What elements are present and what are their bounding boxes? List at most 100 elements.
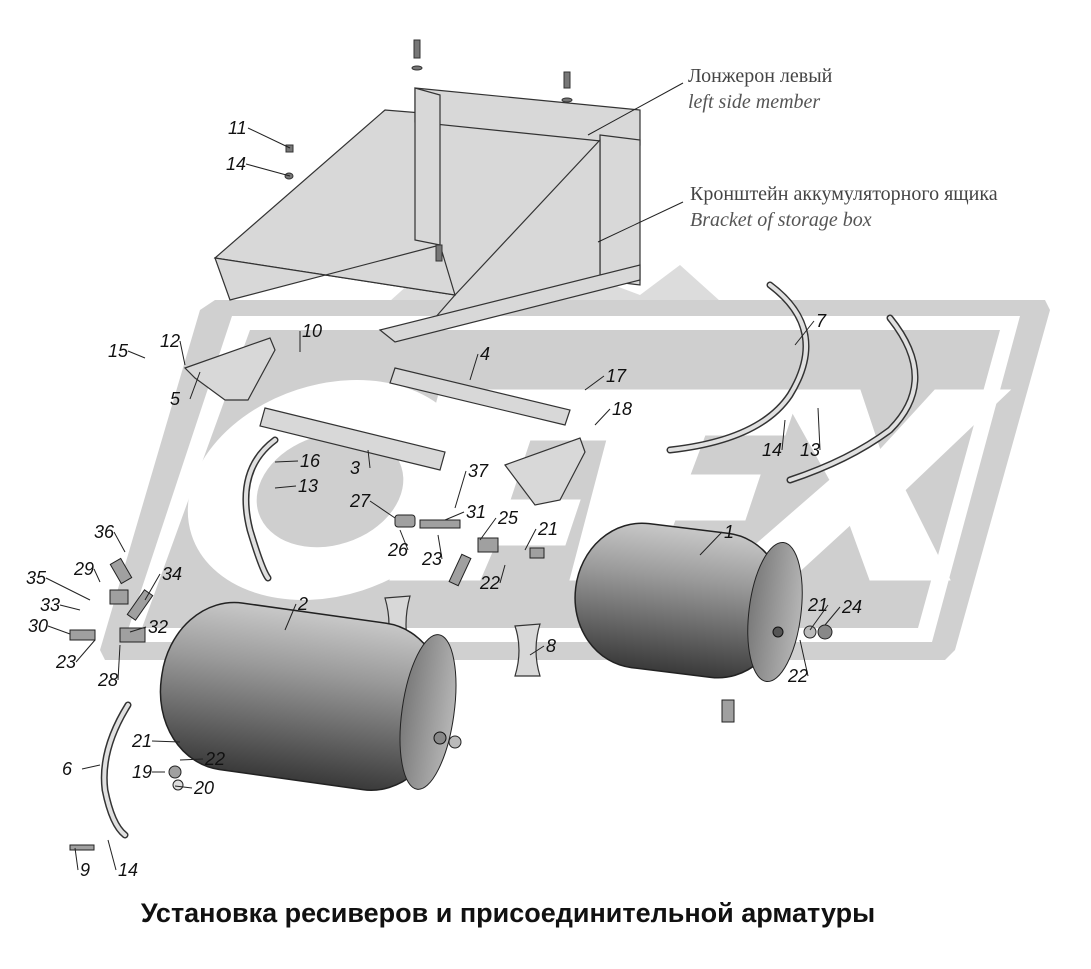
- pad-lower: [514, 623, 541, 677]
- callout-number: 5: [170, 389, 181, 409]
- callout-leader: [524, 528, 537, 551]
- callout-leader: [444, 511, 465, 521]
- callout-number: 13: [800, 440, 820, 460]
- rails: [183, 337, 586, 506]
- callout-leader: [245, 163, 291, 177]
- callout-leader: [529, 645, 545, 656]
- figure-caption: Установка ресиверов и присоединительной …: [140, 898, 876, 928]
- callout-number: 8: [546, 636, 556, 656]
- callout-leader: [151, 740, 181, 743]
- callout-number: 21: [537, 519, 558, 539]
- callout-number: 26: [387, 540, 409, 560]
- straps-inner: [102, 283, 917, 837]
- callout-leader: [144, 573, 161, 601]
- callout-leader: [75, 639, 96, 663]
- callout-number: 31: [466, 502, 486, 522]
- callout-leader: [74, 847, 79, 871]
- callout-leader: [274, 485, 297, 489]
- callout-number: 25: [497, 508, 519, 528]
- callout-number: 36: [94, 522, 115, 542]
- callout-number: 3: [350, 458, 360, 478]
- callout-leader: [107, 839, 117, 871]
- callout-number: 33: [40, 595, 60, 615]
- callout-number: 19: [132, 762, 152, 782]
- callout-leader: [189, 371, 201, 400]
- callout-number: 21: [807, 595, 828, 615]
- callout-number: 22: [204, 749, 225, 769]
- callout-leader: [799, 639, 809, 677]
- callout-leader: [59, 604, 81, 611]
- callout-number: 35: [26, 568, 47, 588]
- callout-leader: [499, 564, 506, 584]
- callout-number: 30: [28, 616, 48, 636]
- callout-leader: [247, 127, 291, 149]
- callout-leader: [129, 626, 147, 633]
- callout-number: 28: [97, 670, 118, 690]
- callout-number: 14: [762, 440, 782, 460]
- callout-number: 23: [421, 549, 442, 569]
- callout-number: 34: [162, 564, 182, 584]
- callout-number: 37: [468, 461, 489, 481]
- callout-number: 9: [80, 860, 90, 880]
- callout-leader: [274, 460, 299, 463]
- callout-leader: [127, 350, 146, 359]
- callout-leader: [479, 517, 497, 541]
- callout-leader: [399, 529, 409, 551]
- annotation-en: left side member: [688, 91, 820, 113]
- callout-number: 29: [73, 559, 94, 579]
- callout-number: 6: [62, 759, 73, 779]
- annotation-ru: Лонжерон левый: [688, 65, 833, 87]
- callout-number: 4: [480, 344, 490, 364]
- callout-number: 7: [816, 311, 827, 331]
- callout-leader: [179, 758, 204, 761]
- callout-leader: [117, 644, 121, 681]
- callout-leader: [469, 353, 479, 381]
- callout-number: 18: [612, 399, 632, 419]
- callout-number: 14: [118, 860, 138, 880]
- callout-number: 32: [148, 617, 168, 637]
- callout-leader: [594, 408, 611, 426]
- callout-number: 15: [108, 341, 129, 361]
- callout-leader: [809, 604, 829, 631]
- callout-leader: [437, 534, 443, 560]
- callout-leader: [174, 785, 193, 789]
- callout-number: 2: [297, 594, 308, 614]
- callout-leader: [93, 568, 101, 583]
- receiver-tank-1: [574, 522, 833, 683]
- callout-leader: [81, 764, 101, 770]
- callout-leader: [817, 407, 821, 451]
- callout-number: 10: [302, 321, 322, 341]
- callout-leader: [113, 531, 126, 553]
- annotation-ru: Кронштейн аккумуляторного ящика: [690, 183, 998, 205]
- callout-number: 11: [228, 118, 247, 138]
- callout-leader: [45, 577, 91, 601]
- callout-number: 21: [131, 731, 152, 751]
- callout-number: 14: [226, 154, 246, 174]
- callout-leader: [781, 419, 786, 451]
- callout-leader: [367, 449, 371, 469]
- annotation-storage-box-bracket: Кронштейн аккумуляторного ящика Bracket …: [690, 183, 998, 231]
- callout-leader: [179, 340, 186, 366]
- annotation-leaders: [587, 82, 684, 243]
- callout-leader: [369, 500, 396, 519]
- callout-number: 27: [349, 491, 371, 511]
- callout-number: 24: [841, 597, 862, 617]
- callout-leader: [47, 625, 71, 635]
- annotation-side-member: Лонжерон левый left side member: [688, 65, 833, 113]
- callout-number: 22: [787, 666, 808, 686]
- callout-leader: [794, 320, 815, 346]
- callout-leader: [284, 603, 297, 631]
- callout-number: 13: [298, 476, 318, 496]
- top-bolts: [284, 39, 573, 262]
- callout-leaders: [45, 127, 841, 871]
- receiver-tank-2: [159, 601, 462, 791]
- storage-box-bracket: [213, 87, 641, 343]
- callout-number: 23: [55, 652, 76, 672]
- annotation-en: Bracket of storage box: [690, 209, 872, 231]
- callout-number: 17: [606, 366, 627, 386]
- callout-number: 1: [724, 522, 734, 542]
- callout-leader: [454, 470, 467, 509]
- callout-number: 12: [160, 331, 180, 351]
